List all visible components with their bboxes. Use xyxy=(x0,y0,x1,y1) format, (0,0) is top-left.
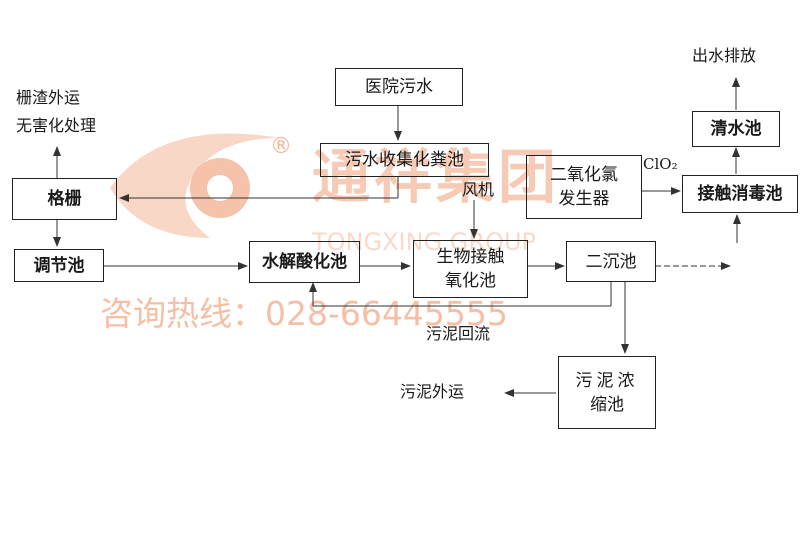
sludge-thickener-label-line1: 污泥浓 xyxy=(575,370,639,391)
collection-tank-label: 污水收集化粪池 xyxy=(345,150,464,170)
discharge-label: 出水排放 xyxy=(692,46,757,65)
clo2-generator-label-line1: 二氧化氯 xyxy=(550,165,618,185)
watermark-company: 通祥集团 xyxy=(312,143,561,211)
bio-oxidation-label-line2: 氧化池 xyxy=(445,271,496,291)
regulating-tank-label: 调节池 xyxy=(33,255,85,276)
hydrolysis-tank-label: 水解酸化池 xyxy=(262,252,347,272)
hydrolysis-tank-box: 水解酸化池 xyxy=(249,241,360,283)
watermark-logo-icon: ® xyxy=(110,133,290,238)
hospital-sewage-label: 医院污水 xyxy=(365,77,433,97)
watermark-company-en: TONGXING GROUP xyxy=(312,228,537,256)
sludge-thickener-label-line2: 缩池 xyxy=(590,394,624,415)
sludge-thickener-box: 污泥浓 缩池 xyxy=(558,356,656,429)
bio-oxidation-label-line1: 生物接触 xyxy=(436,247,505,267)
sludge-out-label: 污泥外运 xyxy=(400,382,465,401)
secondary-clarifier-label: 二沉池 xyxy=(585,251,637,272)
screenings-label-line2: 无害化处理 xyxy=(16,116,97,135)
bio-oxidation-tank-box: 生物接触 氧化池 xyxy=(413,240,528,298)
clo2-label: ClO₂ xyxy=(643,155,678,173)
sludge-return-label: 污泥回流 xyxy=(426,324,491,343)
clear-water-tank-box: 清水池 xyxy=(692,111,780,147)
blower-label: 风机 xyxy=(462,180,495,199)
hospital-sewage-box: 医院污水 xyxy=(335,68,463,106)
screenings-label-line1: 栅渣外运 xyxy=(16,88,81,107)
watermark-hotline: 咨询热线：028-66445555 xyxy=(100,294,508,333)
clear-water-tank-label: 清水池 xyxy=(710,119,762,139)
secondary-clarifier-box: 二沉池 xyxy=(566,241,656,282)
contact-disinfection-tank-box: 接触消毒池 xyxy=(682,175,798,213)
grille-box: 格栅 xyxy=(12,178,117,220)
contact-disinfection-tank-label: 接触消毒池 xyxy=(697,184,783,204)
svg-text:®: ® xyxy=(270,134,290,159)
clo2-generator-label-line2: 发生器 xyxy=(558,189,610,209)
collection-tank-box: 污水收集化粪池 xyxy=(320,143,489,177)
regulating-tank-box: 调节池 xyxy=(14,249,104,282)
grille-label: 格栅 xyxy=(47,189,82,209)
clo2-generator-box: 二氧化氯 发生器 xyxy=(526,155,642,219)
